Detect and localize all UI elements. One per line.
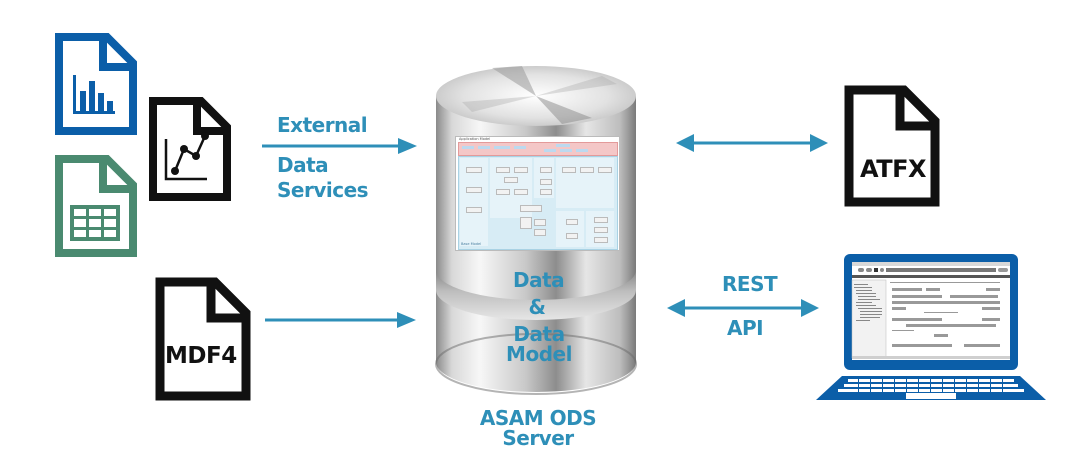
laptop-icon [816,254,1046,400]
mdf4-arrow [265,312,416,328]
atfx-label: ATFX [860,155,926,183]
server-data-label: Data [513,268,565,292]
spreadsheet-document-icon [55,155,137,257]
bar-chart-document-icon [55,33,137,135]
screenshot-footer: Base Model [461,242,482,246]
mdf4-file-icon [155,277,251,401]
rest-api-bidirectional-arrow [667,299,819,317]
rest-label: REST [722,272,778,296]
screenshot-title: Application Model [459,137,491,141]
external-label-line1: External [277,113,368,137]
server-caption: ASAM ODS Server [479,406,597,450]
server-data-model-label: Data Model [506,322,572,366]
external-label-line2: Data [277,153,329,177]
external-label-line3: Services [277,178,369,202]
atfx-file-icon [844,85,940,207]
line-chart-document-icon [149,97,231,201]
server-ampersand-label: & [528,295,546,319]
api-label: API [727,316,764,340]
atfx-bidirectional-arrow [676,134,828,152]
application-model-screenshot: Application Model Base Model [455,136,620,251]
mdf4-label: MDF4 [165,343,237,369]
external-data-arrow [262,138,417,154]
